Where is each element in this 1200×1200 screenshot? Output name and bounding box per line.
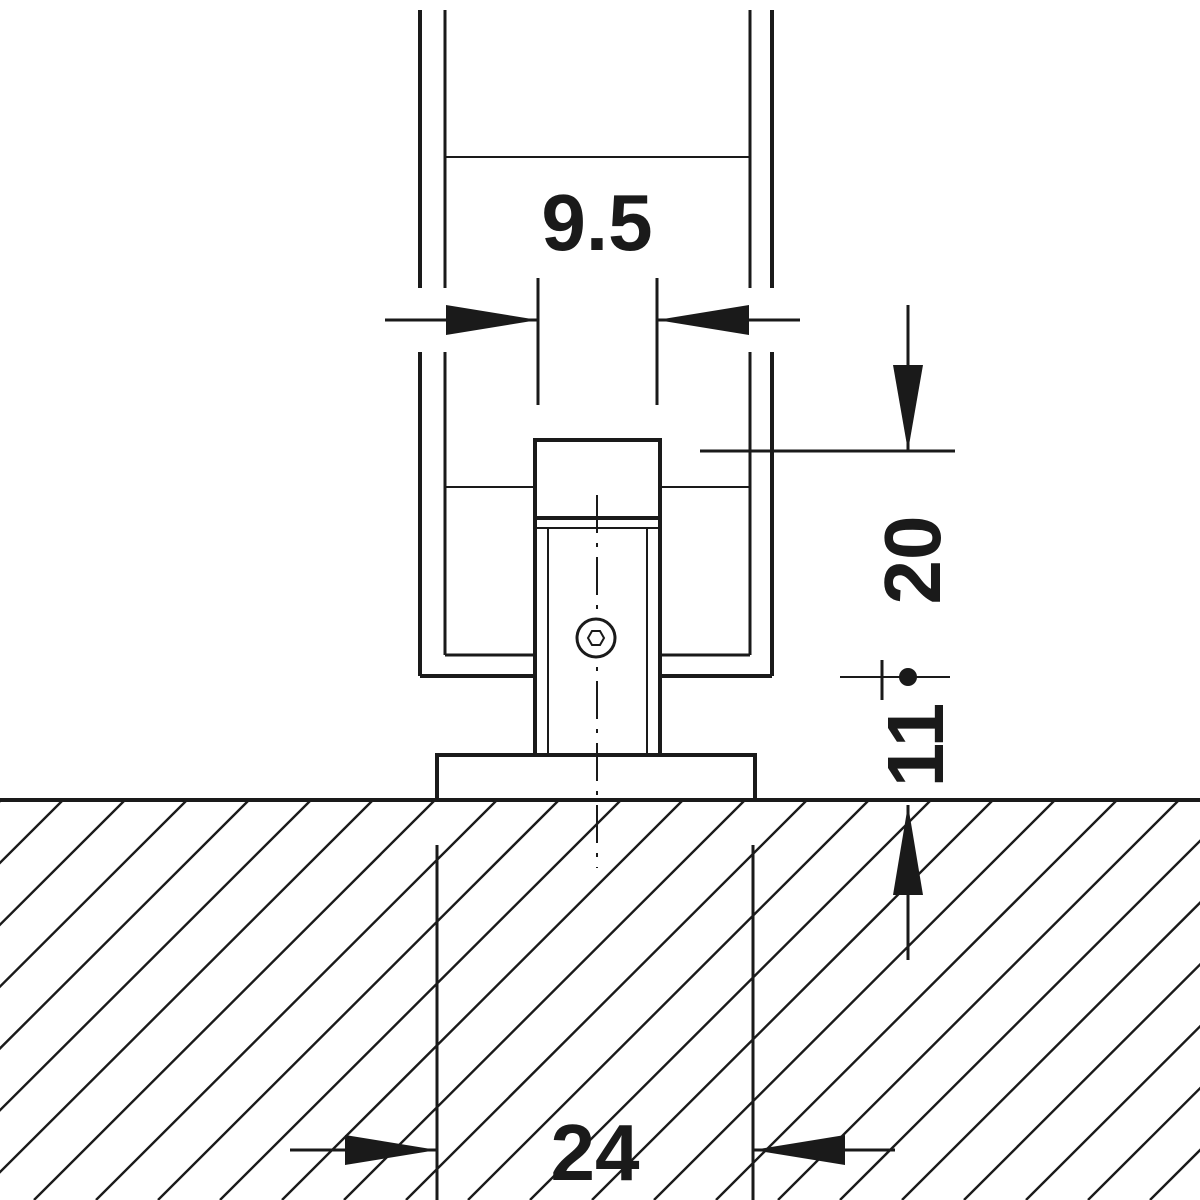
hatch-line	[157, 801, 559, 1200]
hatch-line	[529, 801, 931, 1200]
hatch-line	[1149, 1148, 1200, 1200]
hatch-line	[963, 962, 1200, 1200]
hatch-line	[343, 801, 745, 1200]
hatch-line	[1025, 1024, 1200, 1200]
dimension-label-gap-width: 9.5	[541, 178, 652, 267]
hatch-line	[0, 801, 373, 1174]
hatch-line	[0, 801, 249, 1051]
hatch-line	[591, 801, 993, 1200]
hatch-line	[0, 801, 187, 989]
hatch-line	[95, 801, 497, 1200]
hatch-line	[715, 801, 1117, 1200]
dimension-gap-width	[385, 278, 800, 405]
floor-hatching	[0, 801, 1200, 1200]
hatch-line	[405, 801, 807, 1200]
dimension-label-height-alt: 11	[871, 703, 960, 788]
hatch-line	[33, 801, 435, 1200]
hatch-line	[901, 901, 1200, 1200]
dimension-label-base-width: 24	[551, 1108, 640, 1197]
hatch-line	[219, 801, 621, 1200]
hatch-line	[777, 801, 1179, 1200]
dimension-height	[700, 305, 955, 960]
floor-guide	[435, 438, 757, 868]
dimension-separator-dot	[899, 668, 917, 686]
hatch-line	[653, 801, 1055, 1200]
screw-icon	[575, 617, 617, 659]
hatch-line	[0, 801, 311, 1112]
hatch-line	[0, 801, 125, 927]
hatch-line	[281, 801, 683, 1200]
panel-profile	[418, 10, 774, 678]
dimension-label-height-main: 20	[868, 516, 957, 605]
hatch-line	[467, 801, 869, 1200]
hatch-line	[1087, 1086, 1200, 1200]
dimension-base-width	[290, 845, 895, 1200]
hatch-line	[839, 839, 1200, 1200]
